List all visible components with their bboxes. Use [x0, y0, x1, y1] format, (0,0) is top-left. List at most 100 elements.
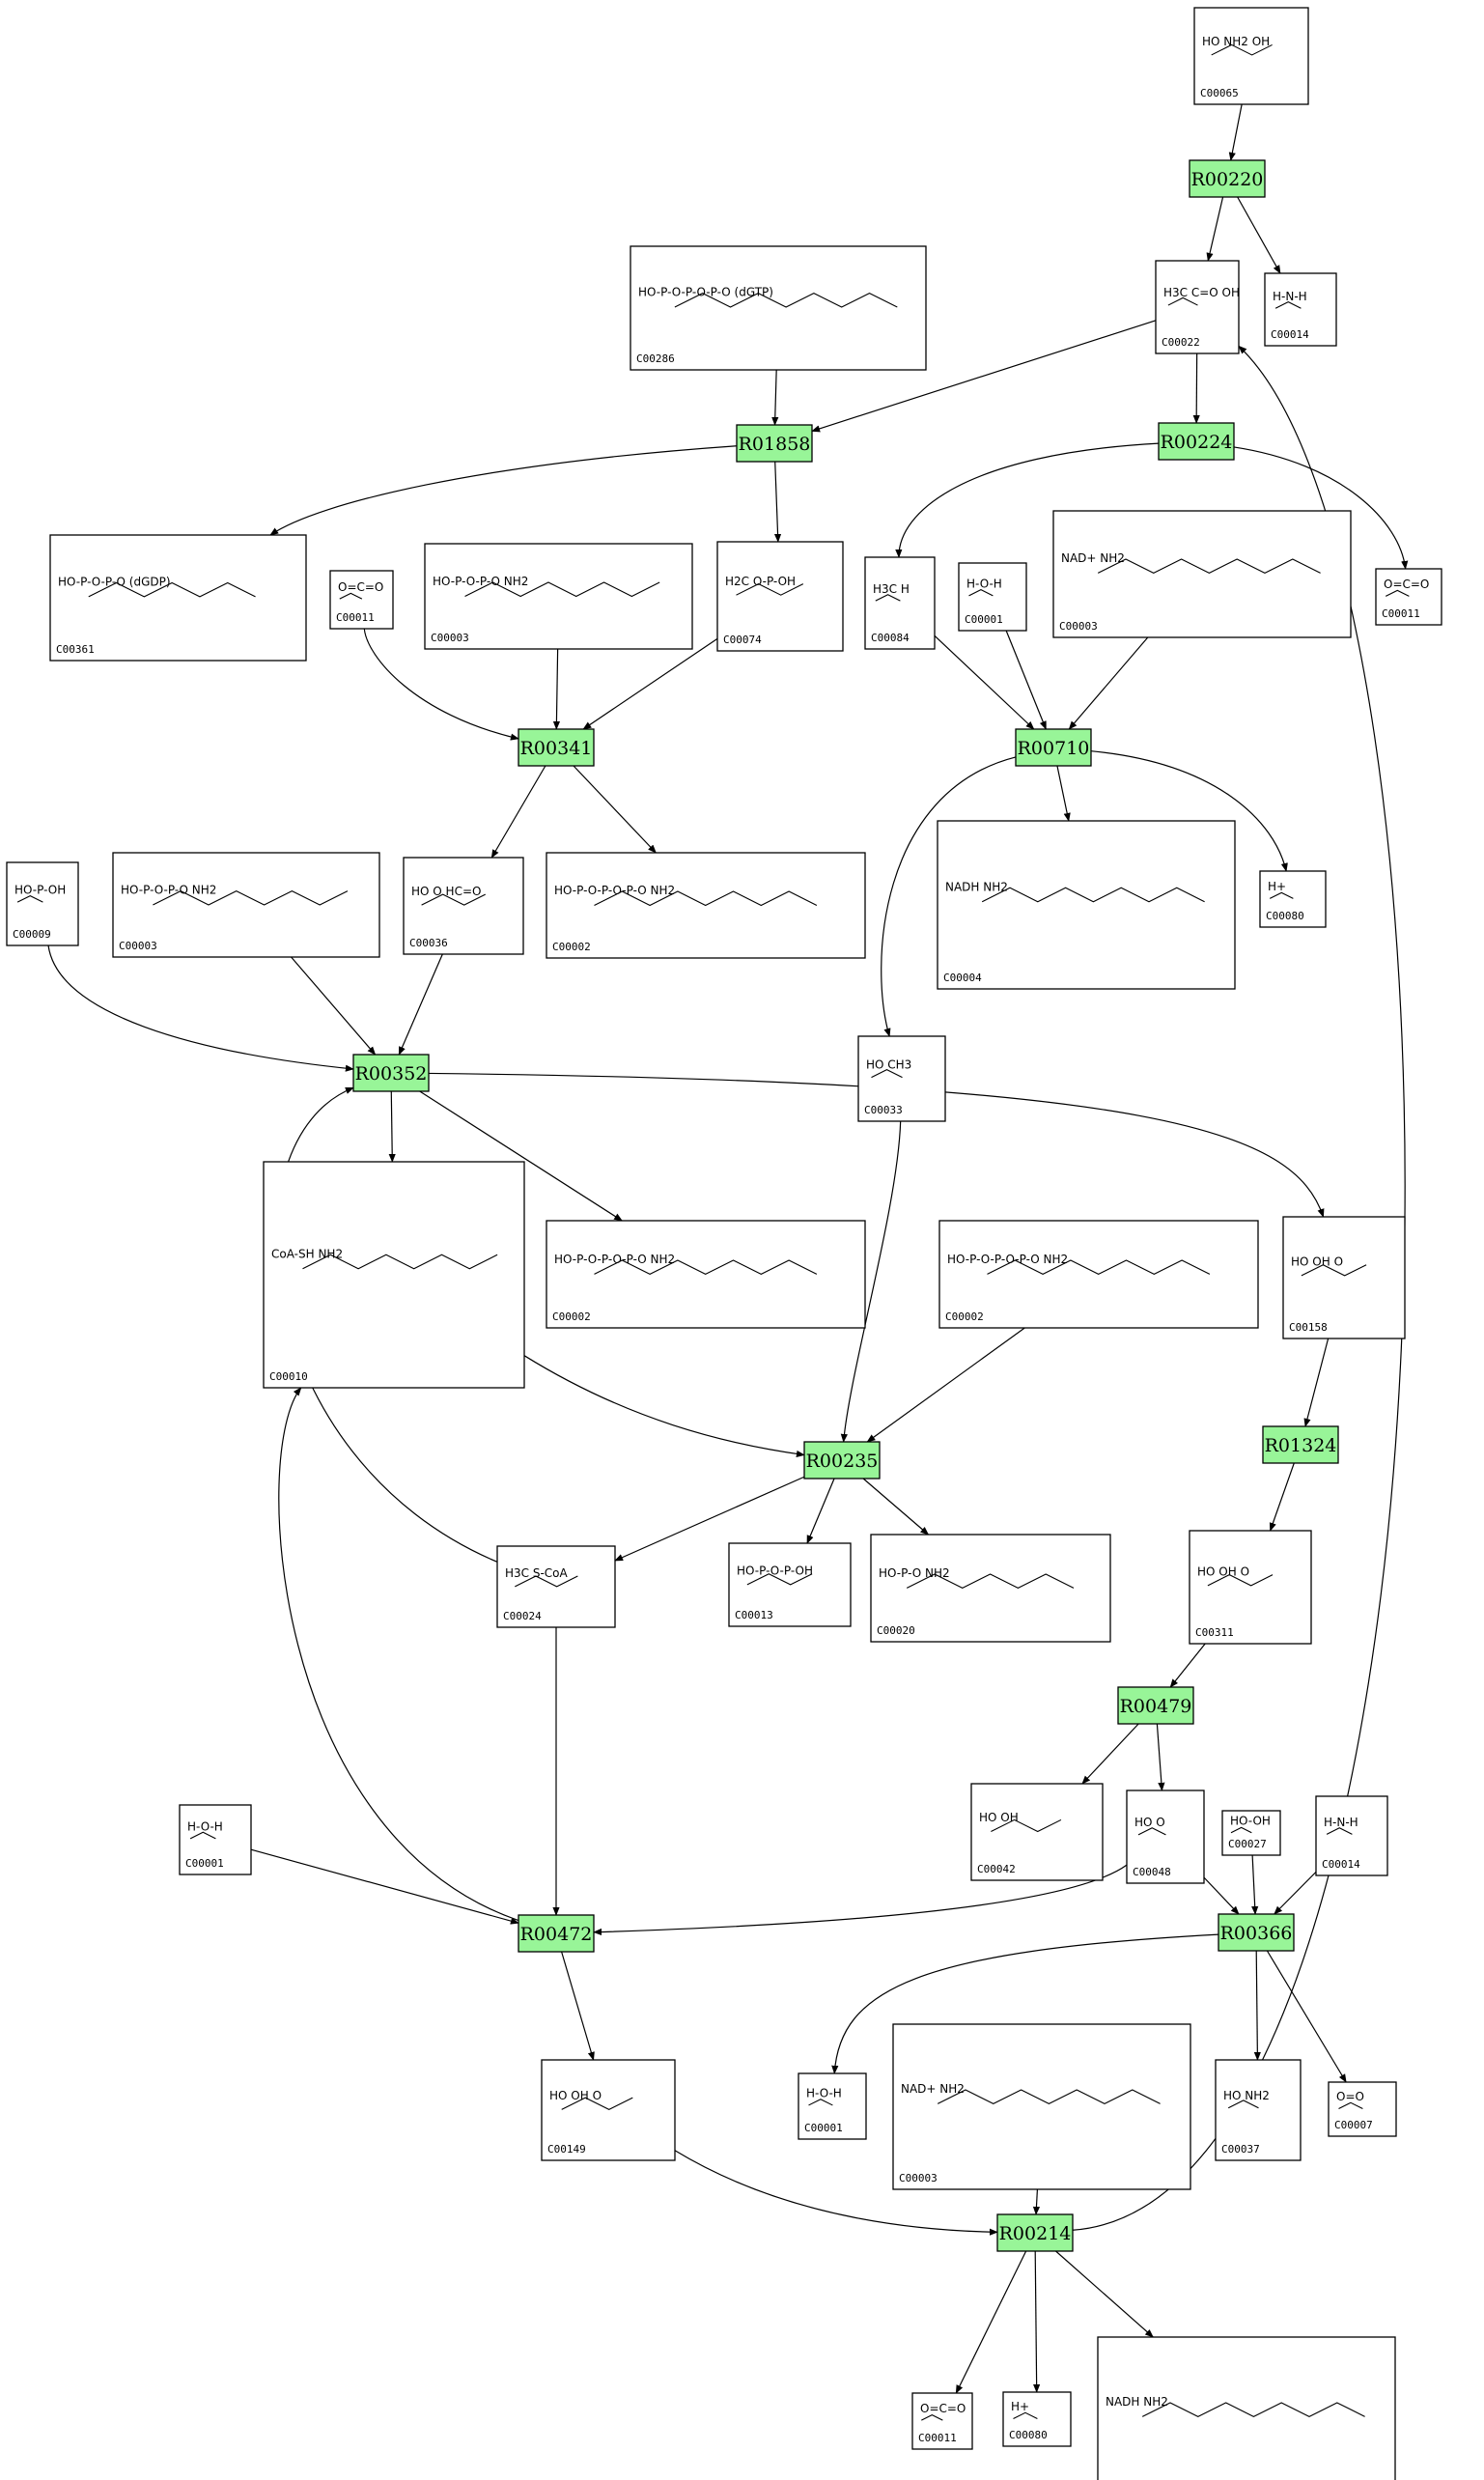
compound-formula: H-O-H — [187, 1819, 223, 1833]
compound-formula: HO OH O — [1291, 1255, 1343, 1269]
structure-drawing — [991, 1818, 1062, 1833]
compound-box — [937, 820, 1236, 990]
structure-drawing — [421, 893, 486, 906]
structure-drawing — [1385, 589, 1410, 597]
edge-R00220-to-c4 — [1237, 196, 1281, 274]
structure-drawing — [594, 1259, 818, 1275]
compound-formula: HO-OH — [1230, 1815, 1271, 1828]
reaction-node-r00214[interactable]: R00214 — [996, 2213, 1074, 2252]
compound-node-c00080[interactable]: H+C00080 — [1002, 2391, 1072, 2447]
compound-formula: HO OH O — [1197, 1565, 1249, 1579]
compound-label: C00013 — [735, 1609, 773, 1621]
structure-drawing — [1227, 2100, 1259, 2109]
structure-drawing — [189, 1831, 216, 1840]
compound-formula: O=C=O — [338, 580, 383, 594]
compound-formula: HO NH2 — [1223, 2089, 1270, 2102]
edge-c1-to-R00220 — [1228, 103, 1243, 161]
structure-drawing — [1167, 296, 1198, 306]
structure-drawing — [736, 583, 804, 596]
reaction-node-r00224[interactable]: R00224 — [1158, 422, 1235, 461]
compound-node-c00286[interactable]: HO-P-O-P-O-P-O (dGTP)C00286 — [630, 245, 927, 371]
compound-label: C00033 — [864, 1104, 903, 1116]
compound-formula: H3C S-CoA — [505, 1566, 569, 1580]
edge-R00214-to-c38 — [955, 2250, 1027, 2394]
reaction-node-r00220[interactable]: R00220 — [1189, 159, 1266, 198]
edge-c20-to-R00235 — [523, 1355, 805, 1458]
compound-node-c00080[interactable]: H+C00080 — [1259, 870, 1327, 928]
edge-R00224-to-c9 — [895, 442, 1160, 558]
compound-box — [1189, 1530, 1312, 1645]
reaction-node-r01858[interactable]: R01858 — [736, 424, 813, 463]
edge-c29-to-R00366 — [1203, 1876, 1240, 1915]
compound-box — [1097, 2336, 1396, 2480]
edge-R00710-to-c18 — [1090, 750, 1288, 872]
structure-drawing — [1230, 1826, 1252, 1834]
compound-label: C00002 — [945, 1310, 984, 1323]
structure-drawing — [16, 894, 43, 903]
compound-node-c00361[interactable]: HO-P-O-P-O (dGDP)C00361 — [49, 534, 307, 662]
reaction-node-r00472[interactable]: R00472 — [518, 1914, 595, 1953]
reaction-label: R00352 — [355, 1063, 428, 1085]
reaction-node-r00235[interactable]: R00235 — [803, 1441, 881, 1480]
reaction-box — [736, 424, 813, 463]
compound-label: C00003 — [431, 632, 469, 644]
compound-label: C00286 — [636, 352, 675, 365]
structure-drawing — [594, 890, 818, 907]
compound-box — [857, 1035, 946, 1122]
compound-label: C00002 — [552, 1310, 591, 1323]
structure-drawing — [968, 588, 994, 597]
compound-box — [892, 2023, 1191, 2190]
compound-label: C00003 — [1059, 620, 1098, 633]
edge-c29-to-R00472 — [593, 1864, 1128, 1936]
reaction-node-r00479[interactable]: R00479 — [1117, 1686, 1194, 1725]
structure-drawing — [1013, 2411, 1038, 2420]
compound-node-c00024[interactable]: H3C S-CoA C00024 — [496, 1545, 616, 1628]
reaction-box — [518, 1914, 595, 1953]
reaction-node-r00341[interactable]: R00341 — [518, 728, 595, 767]
reaction-node-r00352[interactable]: R00352 — [352, 1054, 430, 1092]
reaction-label: R00220 — [1191, 169, 1264, 190]
compound-label: C00024 — [503, 1610, 542, 1622]
reaction-node-r01324[interactable]: R01324 — [1262, 1425, 1339, 1464]
reaction-node-r00710[interactable]: R00710 — [1015, 728, 1092, 767]
reaction-node-r00366[interactable]: R00366 — [1218, 1913, 1295, 1952]
compound-box — [970, 1783, 1104, 1881]
compound-label: C00036 — [409, 937, 448, 949]
